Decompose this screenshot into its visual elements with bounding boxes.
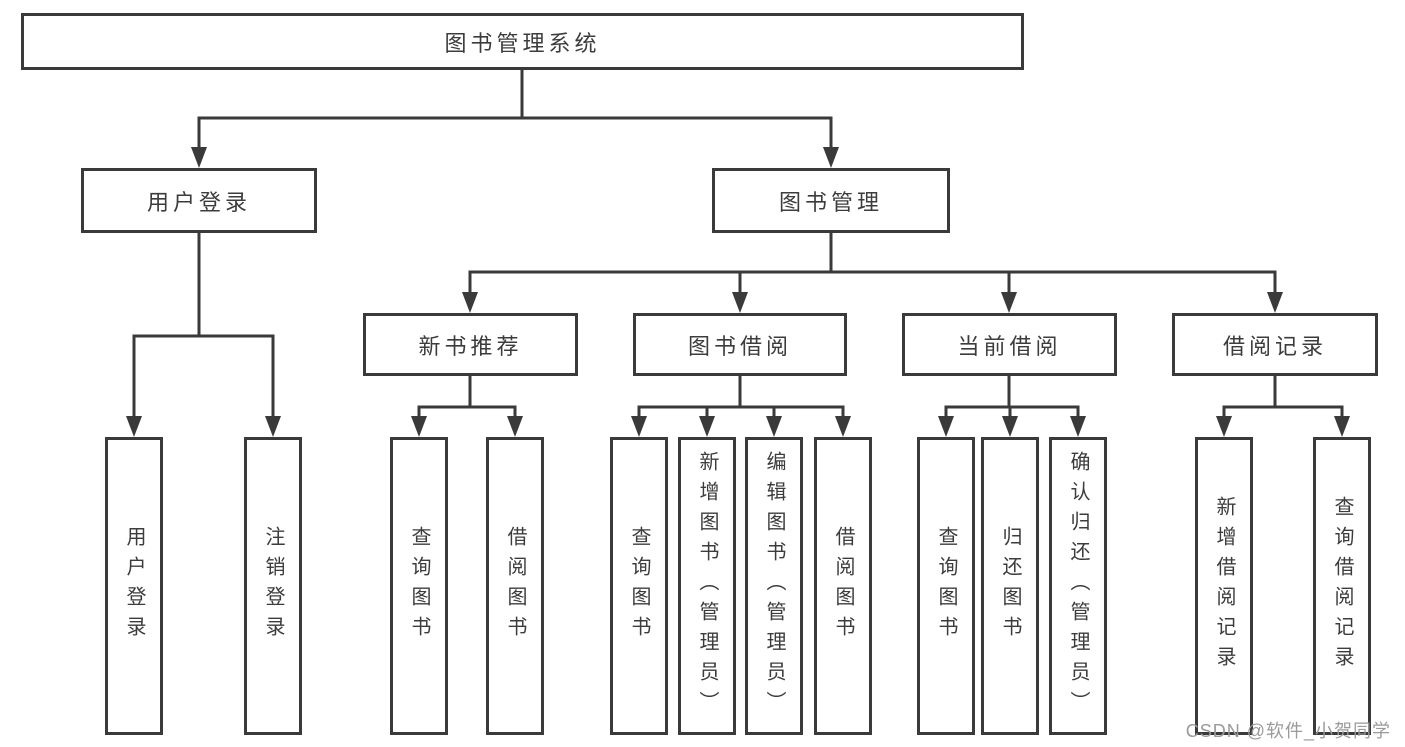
arrowhead-icon <box>1334 416 1350 437</box>
connector-current-to-leaves <box>944 374 1080 420</box>
arrowhead-icon <box>462 292 478 313</box>
arrowhead-icon <box>126 416 142 437</box>
arrowhead-icon <box>835 416 851 437</box>
arrowhead-icon <box>766 416 782 437</box>
arrowhead-icon <box>191 147 207 168</box>
arrowhead-icon <box>1216 416 1232 437</box>
node-new-book-recommendation: 新书推荐 <box>363 313 578 376</box>
leaf-user-login: 用户登录 <box>105 437 163 735</box>
node-system-root: 图书管理系统 <box>21 13 1024 70</box>
arrowhead-icon <box>823 147 839 168</box>
arrowhead-icon <box>1070 416 1086 437</box>
node-current-borrowing: 当前借阅 <box>902 313 1117 376</box>
node-label: 用户登录 <box>123 526 145 646</box>
leaf-confirm-return-admin: 确认归还（管理员） <box>1049 437 1107 735</box>
arrowhead-icon <box>1267 292 1283 313</box>
leaf-add-borrow-record: 新增借阅记录 <box>1195 437 1253 735</box>
node-label: 新书推荐 <box>418 333 523 359</box>
node-label: 用户登录 <box>146 189 251 215</box>
leaf-logout: 注销登录 <box>244 437 302 735</box>
node-label: 查询借阅记录 <box>1331 496 1353 676</box>
node-label: 查询图书 <box>408 526 430 646</box>
arrowhead-icon <box>631 416 647 437</box>
node-label: 图书管理 <box>778 189 883 215</box>
node-book-management: 图书管理 <box>712 168 950 233</box>
connector-bookmgmt-to-level3 <box>468 231 1277 296</box>
node-user-login: 用户登录 <box>81 168 317 233</box>
leaf-add-books-admin: 新增图书（管理员） <box>678 437 736 735</box>
leaf-query-borrow-record: 查询借阅记录 <box>1313 437 1371 735</box>
connector-userlogin-to-leaves <box>132 231 275 419</box>
node-label: 新增图书（管理员） <box>696 451 718 721</box>
node-book-borrowing: 图书借阅 <box>633 313 847 376</box>
arrowhead-icon <box>699 416 715 437</box>
leaf-borrow-books-recommendation: 借阅图书 <box>486 437 544 735</box>
leaf-query-books-recommendation: 查询图书 <box>390 437 448 735</box>
node-label: 新增借阅记录 <box>1213 496 1235 676</box>
node-label: 图书借阅 <box>687 333 792 359</box>
node-label: 编辑图书（管理员） <box>763 451 785 721</box>
arrowhead-icon <box>507 416 523 437</box>
node-label: 图书管理系统 <box>444 30 601 56</box>
arrowhead-icon <box>938 416 954 437</box>
node-label: 借阅图书 <box>504 526 526 646</box>
arrowhead-icon <box>1001 292 1017 313</box>
leaf-edit-books-admin: 编辑图书（管理员） <box>745 437 803 735</box>
connector-borrowing-to-leaves <box>637 374 845 420</box>
watermark: CSDN @软件_小贺同学 <box>1185 721 1391 741</box>
node-label: 查询图书 <box>935 526 957 646</box>
arrowhead-icon <box>732 292 748 313</box>
leaf-query-books-borrowing: 查询图书 <box>610 437 668 735</box>
connector-records-to-leaves <box>1222 374 1344 420</box>
node-borrowing-records: 借阅记录 <box>1172 313 1378 376</box>
node-label: 归还图书 <box>999 526 1021 646</box>
node-label: 当前借阅 <box>957 333 1062 359</box>
arrowhead-icon <box>265 416 281 437</box>
arrowhead-icon <box>411 416 427 437</box>
node-label: 查询图书 <box>628 526 650 646</box>
node-label: 确认归还（管理员） <box>1067 451 1089 721</box>
connector-root-to-level2 <box>197 68 833 150</box>
arrowhead-icon <box>1002 416 1018 437</box>
leaf-query-books-current: 查询图书 <box>917 437 975 735</box>
node-label: 借阅记录 <box>1222 333 1327 359</box>
connector-recommend-to-leaves <box>417 374 517 420</box>
leaf-borrow-books-borrowing: 借阅图书 <box>814 437 872 735</box>
node-label: 注销登录 <box>262 526 284 646</box>
leaf-return-books: 归还图书 <box>981 437 1039 735</box>
node-label: 借阅图书 <box>832 526 854 646</box>
